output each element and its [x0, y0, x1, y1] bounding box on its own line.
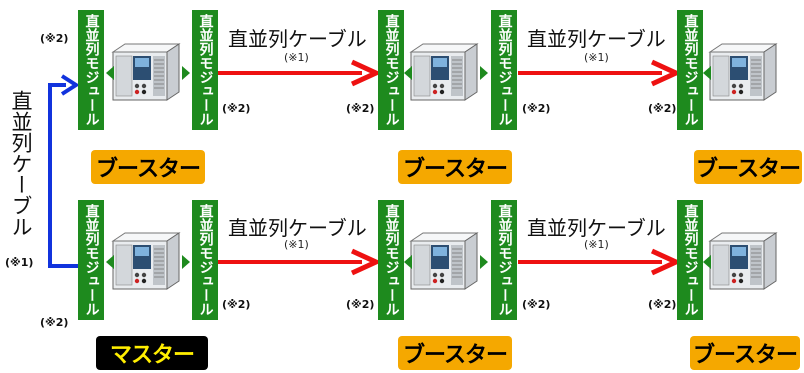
note-1: (※1) [584, 51, 609, 64]
series-parallel-module: 直並列モジュール [78, 10, 104, 130]
power-supply-unit [410, 232, 478, 290]
note-2: (※2) [346, 102, 375, 115]
cable-label: 直並列ケーブル [527, 27, 666, 51]
note-1: (※1) [284, 238, 309, 251]
cable-label: 直並列ケーブル [228, 216, 367, 240]
cable-arrow-red [518, 59, 683, 87]
cable-arrow-red [518, 248, 683, 276]
series-parallel-module: 直並列モジュール [192, 200, 218, 320]
series-parallel-module: 直並列モジュール [192, 10, 218, 130]
note-2: (※2) [648, 298, 677, 311]
power-supply-unit [410, 43, 478, 101]
booster-badge: ブースター [91, 150, 205, 184]
series-parallel-module: 直並列モジュール [491, 200, 517, 320]
booster-badge: ブースター [398, 336, 512, 370]
cable-arrow-blue [48, 74, 80, 268]
power-supply-unit [709, 232, 777, 290]
note-2: (※2) [222, 298, 251, 311]
power-supply-unit [112, 43, 180, 101]
note-2: (※2) [346, 298, 375, 311]
note-1: (※1) [5, 256, 34, 269]
series-parallel-module: 直並列モジュール [677, 200, 703, 320]
note-2: (※2) [40, 32, 69, 45]
cable-arrow-red [218, 248, 383, 276]
connector-arrows [106, 66, 711, 269]
note-2: (※2) [222, 102, 251, 115]
series-parallel-module: 直並列モジュール [677, 10, 703, 130]
note-1: (※1) [284, 51, 309, 64]
power-supply-unit [112, 232, 180, 290]
note-2: (※2) [648, 102, 677, 115]
power-supply-unit [709, 43, 777, 101]
series-parallel-module: 直並列モジュール [78, 200, 104, 320]
booster-badge: ブースター [694, 150, 802, 184]
vertical-cable-label: 直並列ケーブル [9, 90, 33, 237]
booster-badge: ブースター [398, 150, 512, 184]
cable-label: 直並列ケーブル [228, 27, 367, 51]
master-badge: マスター [96, 336, 208, 370]
cable-label: 直並列ケーブル [527, 216, 666, 240]
booster-badge: ブースター [690, 336, 800, 370]
note-2: (※2) [522, 102, 551, 115]
note-2: (※2) [522, 298, 551, 311]
note-2: (※2) [40, 316, 69, 329]
note-1: (※1) [584, 238, 609, 251]
series-parallel-module: 直並列モジュール [378, 10, 404, 130]
series-parallel-module: 直並列モジュール [491, 10, 517, 130]
series-parallel-module: 直並列モジュール [378, 200, 404, 320]
cable-arrow-red [218, 59, 383, 87]
